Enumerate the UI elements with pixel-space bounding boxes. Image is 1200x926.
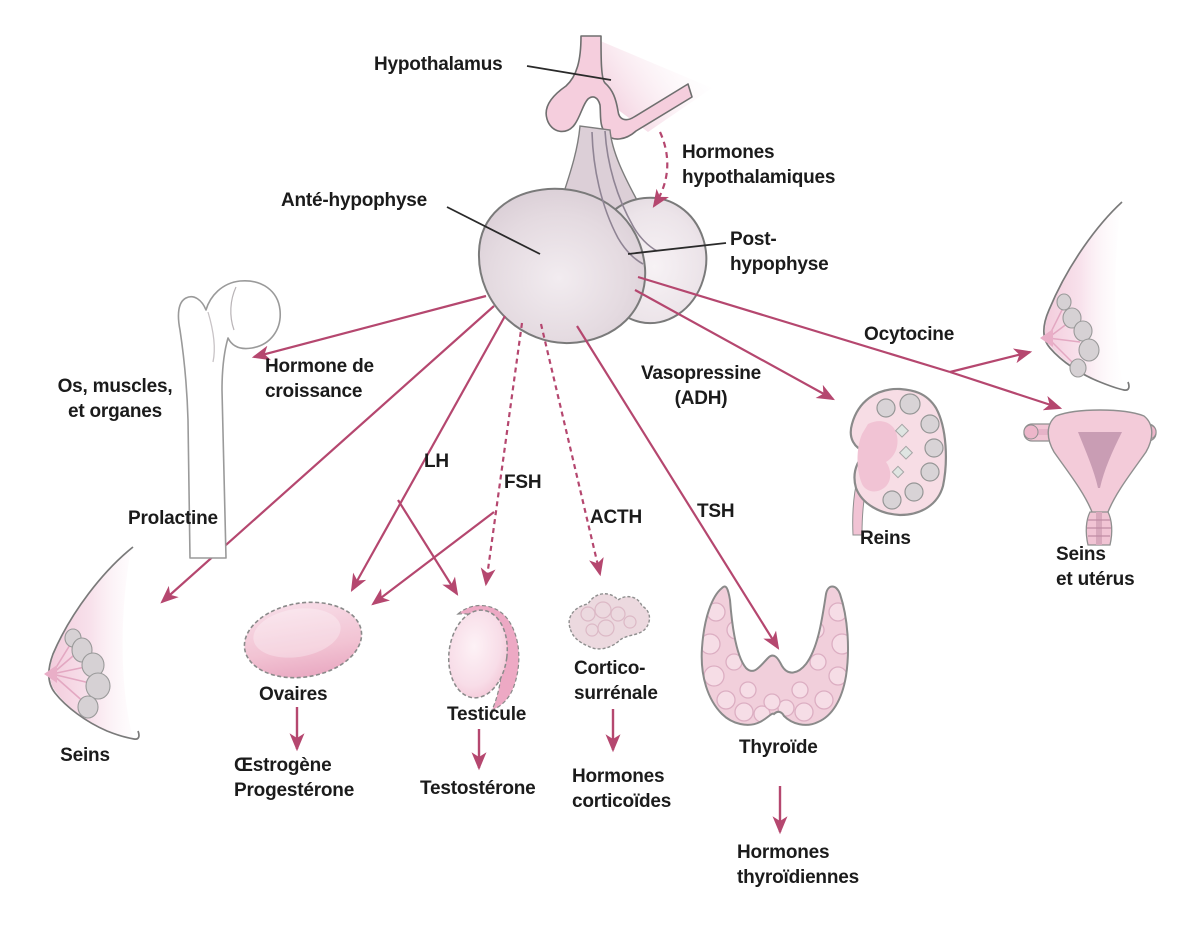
ovary-illustration <box>243 601 363 679</box>
breast-right-illustration <box>1040 201 1130 391</box>
kidney-illustration <box>849 387 947 536</box>
tsh-arrow <box>576 325 780 650</box>
post-hypophyse-leader <box>627 242 727 255</box>
label-oestrogene-progesterone: Œstrogène Progestérone <box>234 755 355 801</box>
label-ovaires: Ovaires <box>259 684 328 705</box>
lh-branch-to-testicle <box>397 499 459 596</box>
ante-hypophyse-leader <box>446 206 541 255</box>
secretion-arrows <box>289 707 788 835</box>
hypothalamus-illustration <box>545 35 712 140</box>
breast-left-outline <box>47 546 140 740</box>
femur-head-crease <box>230 286 237 331</box>
ovary-highlight <box>253 608 341 658</box>
testicle-body <box>447 609 509 699</box>
femur-outline <box>177 280 281 559</box>
label-tsh: TSH <box>697 501 735 522</box>
thyroid-illustration <box>700 585 849 726</box>
ocytocine-branch-uterus <box>949 370 1063 411</box>
leader-lines <box>446 65 727 255</box>
femur-neck-crease <box>207 311 215 363</box>
label-post-hypophyse: Post- hypophyse <box>730 229 829 275</box>
lh-arrow-to-ovary <box>350 315 506 592</box>
breast-right-lobules <box>1056 293 1100 378</box>
label-cortico-surrenale: Cortico- surrénale <box>574 658 658 704</box>
label-thyroide: Thyroïde <box>739 737 818 758</box>
ante-hypophyse-lobe <box>477 187 647 345</box>
label-testosterone: Testostérone <box>420 778 536 799</box>
uterus-wing-bulb-left <box>1023 424 1039 440</box>
label-seins: Seins <box>60 745 110 766</box>
ocytocine-line <box>637 275 951 374</box>
kidney-papillae <box>891 423 914 479</box>
hypothalamic-hormones-arrow <box>652 131 669 208</box>
label-hormones-thyroidiennes: Hormones thyroïdiennes <box>737 842 859 888</box>
growth-hormone-arrow <box>251 294 487 361</box>
label-ocytocine: Ocytocine <box>864 324 955 345</box>
label-prolactine: Prolactine <box>128 508 218 529</box>
label-lh: LH <box>424 451 449 472</box>
hormone-arrows <box>160 131 1063 650</box>
bone-illustration <box>177 280 281 559</box>
label-vasopressine-adh: Vasopressine (ADH) <box>640 363 762 409</box>
label-ante-hypophyse: Anté-hypophyse <box>281 190 428 211</box>
breast-right-outline <box>1043 201 1130 391</box>
vasopressine-arrow <box>634 289 835 401</box>
label-fsh: FSH <box>504 472 542 493</box>
label-os-muscles-organes: Os, muscles, et organes <box>57 376 173 422</box>
adrenal-illustration <box>568 593 651 650</box>
pituitary-gland-illustration <box>477 125 708 345</box>
breast-right-fill <box>1044 204 1124 389</box>
label-hormones-corticoides: Hormones corticoïdes <box>572 766 672 812</box>
breast-right-nipple <box>1040 329 1053 347</box>
fsh-branch-to-ovary <box>371 511 495 606</box>
acth-arrow <box>539 323 604 577</box>
hypothalamus-leader <box>526 65 612 81</box>
infundibulum-line-left <box>591 131 644 265</box>
uterus-illustration <box>1023 409 1157 546</box>
breast-left-lobules <box>64 628 111 719</box>
hypothalamus-body <box>545 35 693 140</box>
label-hypothalamus: Hypothalamus <box>374 54 503 75</box>
breast-left-nipple <box>44 665 57 683</box>
label-acth: ACTH <box>590 507 642 528</box>
kidney-pelvis <box>857 421 898 492</box>
infundibulum-line-right <box>604 130 658 252</box>
ovary-body <box>243 601 363 679</box>
hypothalamus-shading <box>598 40 712 132</box>
ocytocine-branch-breast <box>949 348 1033 374</box>
label-testicule: Testicule <box>447 704 527 725</box>
adrenal-texture <box>580 601 637 637</box>
kidney-calyces <box>876 393 944 510</box>
uterus-cervix-ribs <box>1087 519 1111 537</box>
breast-left-illustration <box>44 546 140 740</box>
fsh-arrow-to-testicle <box>480 322 524 587</box>
label-reins: Reins <box>860 528 911 549</box>
label-seins-et-uterus: Seins et utérus <box>1056 544 1135 590</box>
testicle-illustration <box>447 604 520 712</box>
label-hormone-croissance: Hormone de croissance <box>265 356 374 402</box>
label-hormones-hypothalamiques: Hormones hypothalamiques <box>682 142 836 188</box>
uterus-cavity <box>1078 432 1122 488</box>
